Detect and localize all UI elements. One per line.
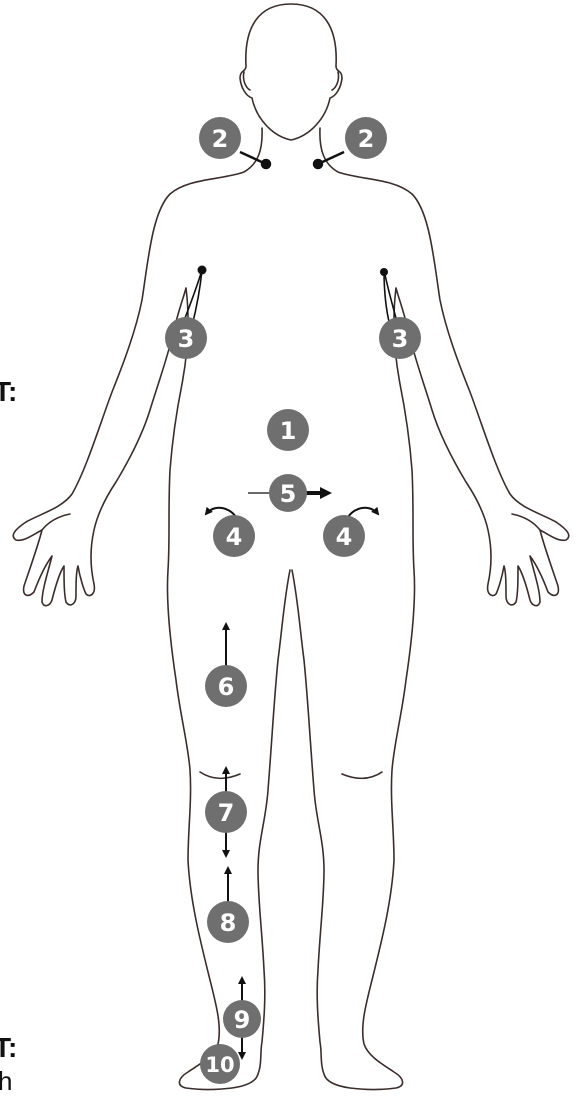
knee-left-line xyxy=(200,772,240,778)
svg-text:5: 5 xyxy=(280,480,297,508)
point-dot-2-right xyxy=(314,160,322,168)
marker-7: 7 xyxy=(205,791,247,833)
underarm-leaders xyxy=(182,270,398,326)
marker-6: 6 xyxy=(205,665,247,707)
svg-text:3: 3 xyxy=(392,325,409,353)
marker-4-left: 4 xyxy=(213,515,255,557)
edge-fragment-lower: T: xyxy=(0,1034,17,1062)
marker-9: 9 xyxy=(223,1000,261,1038)
edge-fragment-upper: T: xyxy=(0,378,17,406)
thumb-left xyxy=(42,514,70,530)
svg-text:2: 2 xyxy=(358,125,375,153)
marker-2-left: 2 xyxy=(199,117,241,159)
marker-4-right: 4 xyxy=(323,515,365,557)
ear-right xyxy=(332,72,339,90)
edge-fragment-lower-small: h xyxy=(0,1068,12,1094)
svg-text:9: 9 xyxy=(234,1006,251,1034)
head-outline xyxy=(240,4,342,140)
svg-text:7: 7 xyxy=(218,799,235,827)
movement-arrows xyxy=(206,493,378,1058)
leader-line-3-right-b xyxy=(384,270,390,326)
svg-text:8: 8 xyxy=(220,909,237,937)
body-right-side xyxy=(292,128,569,1090)
point-dot-2-left xyxy=(262,160,270,168)
leader-line-3-left-b xyxy=(192,270,202,326)
knee-right-line xyxy=(342,772,382,778)
marker-1: 1 xyxy=(267,409,309,451)
neck-leaders xyxy=(240,152,344,168)
body-left-side xyxy=(13,128,290,1090)
marker-10: 10 xyxy=(200,1044,240,1084)
thumb-right xyxy=(512,514,540,530)
marker-3-left: 3 xyxy=(165,317,207,359)
point-dot-3-right xyxy=(380,268,388,276)
point-dot-3-left xyxy=(198,266,207,275)
marker-3-right: 3 xyxy=(379,317,421,359)
svg-text:2: 2 xyxy=(212,125,229,153)
body-outline xyxy=(13,4,569,1090)
marker-5: 5 xyxy=(269,474,307,512)
svg-text:6: 6 xyxy=(218,673,235,701)
svg-text:4: 4 xyxy=(336,523,353,551)
svg-text:1: 1 xyxy=(280,417,297,445)
ear-left xyxy=(243,72,250,90)
svg-text:4: 4 xyxy=(226,523,243,551)
svg-text:10: 10 xyxy=(205,1053,234,1077)
marker-8: 8 xyxy=(207,901,249,943)
marker-2-right: 2 xyxy=(345,117,387,159)
svg-text:3: 3 xyxy=(178,325,195,353)
